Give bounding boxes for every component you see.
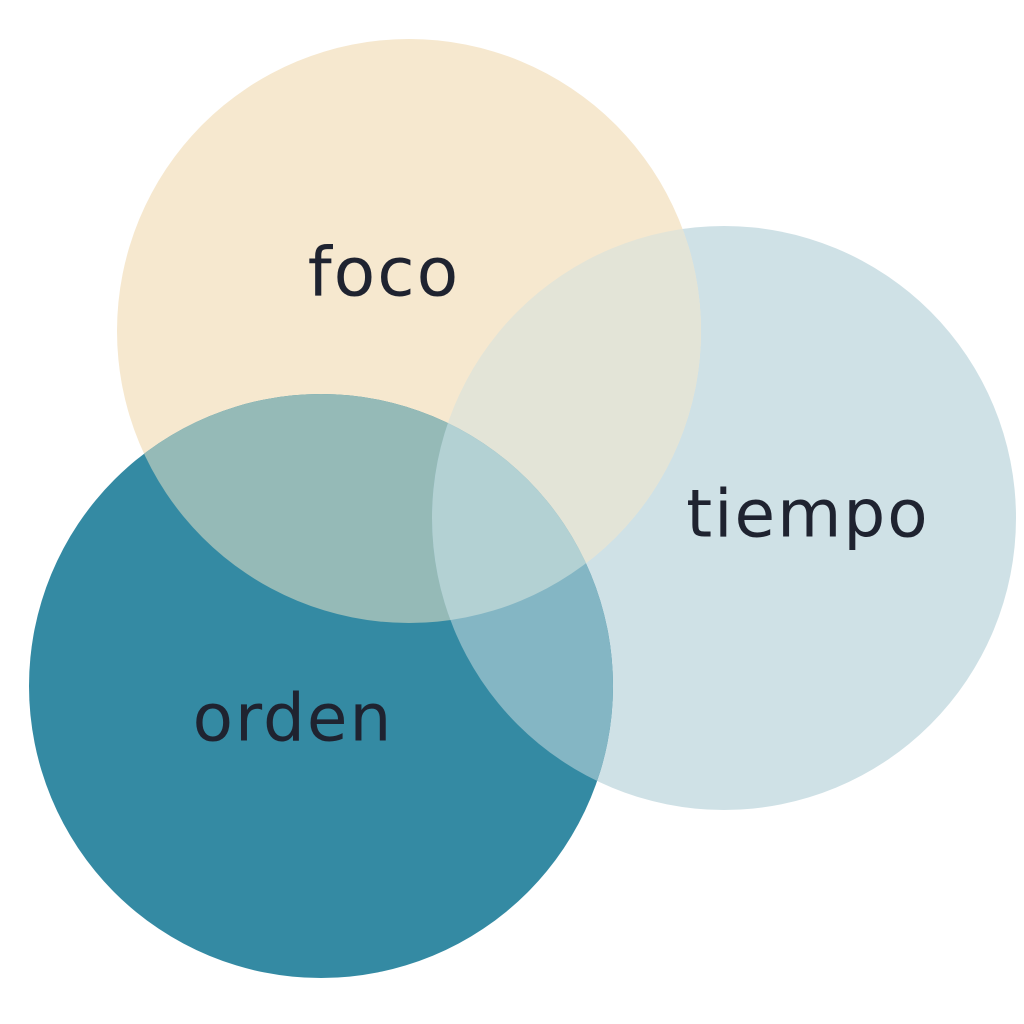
overlap-foco-tiempo	[432, 226, 701, 623]
overlap-foco-tiempo-group	[432, 226, 701, 623]
label-orden: orden	[193, 680, 394, 757]
label-foco: foco	[308, 234, 461, 313]
label-tiempo: tiempo	[686, 476, 929, 553]
overlap-all	[432, 394, 613, 623]
overlap-all-inner	[432, 394, 613, 623]
overlap-all-outer	[432, 394, 613, 623]
